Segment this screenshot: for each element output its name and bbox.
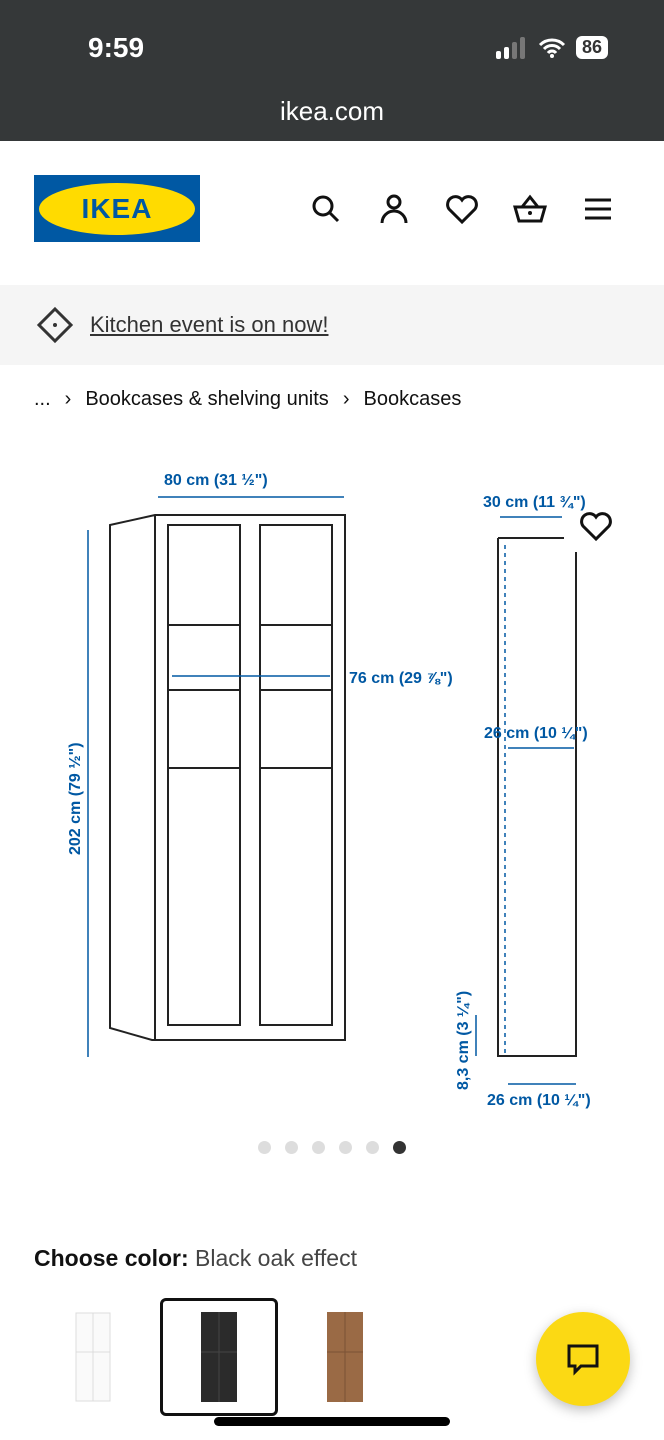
color-option-white[interactable] bbox=[34, 1298, 152, 1416]
carousel-dot[interactable] bbox=[285, 1141, 298, 1154]
ikea-logo[interactable]: IKEA bbox=[34, 175, 200, 242]
wifi-icon bbox=[538, 38, 566, 58]
carousel-dots bbox=[258, 1141, 406, 1154]
chat-button[interactable] bbox=[536, 1312, 630, 1406]
promo-banner: Kitchen event is on now! bbox=[0, 285, 664, 365]
basket-icon[interactable] bbox=[512, 191, 548, 227]
carousel-dot[interactable] bbox=[258, 1141, 271, 1154]
tag-icon bbox=[36, 306, 74, 344]
breadcrumb: ...› Bookcases & shelving units› Bookcas… bbox=[34, 388, 462, 410]
carousel-dot[interactable] bbox=[312, 1141, 325, 1154]
selected-color: Black oak effect bbox=[195, 1245, 357, 1271]
dimension-drawing[interactable]: 80 cm (31 ½") 76 cm (29 ⅞") 202 cm (79 ½… bbox=[0, 460, 664, 1120]
inner-depth-label: 26 cm (10 ¼") bbox=[484, 725, 588, 742]
favorite-heart-icon[interactable] bbox=[578, 508, 614, 544]
search-icon[interactable] bbox=[308, 191, 344, 227]
breadcrumb-item[interactable]: Bookcases & shelving units bbox=[85, 388, 329, 410]
carousel-dot-active[interactable] bbox=[393, 1141, 406, 1154]
inner-width-label: 76 cm (29 ⅞") bbox=[349, 670, 453, 687]
site-header: IKEA bbox=[0, 141, 664, 285]
home-indicator[interactable] bbox=[214, 1417, 450, 1426]
url-bar[interactable]: ikea.com bbox=[279, 96, 385, 126]
menu-icon[interactable] bbox=[580, 191, 616, 227]
depth-label: 30 cm (11 ¾") bbox=[483, 494, 586, 511]
heart-icon[interactable] bbox=[444, 191, 480, 227]
color-option-black-oak[interactable] bbox=[160, 1298, 278, 1416]
color-chooser-label: Choose color: Black oak effect bbox=[34, 1245, 357, 1271]
signal-icon bbox=[495, 36, 525, 59]
carousel-dot[interactable] bbox=[366, 1141, 379, 1154]
color-option-brown-walnut[interactable] bbox=[286, 1298, 404, 1416]
breadcrumb-item[interactable]: Bookcases bbox=[363, 388, 462, 410]
status-bar: 9:59 86 ikea.com bbox=[0, 0, 664, 141]
base-depth-label: 26 cm (10 ¼") bbox=[487, 1092, 591, 1109]
battery-icon: 86 bbox=[575, 36, 608, 59]
breadcrumb-ellipsis[interactable]: ... bbox=[34, 388, 51, 410]
height-label: 202 cm (79 ½") bbox=[67, 742, 84, 855]
carousel-dot[interactable] bbox=[339, 1141, 352, 1154]
color-options bbox=[34, 1298, 412, 1416]
plinth-label: 8,3 cm (3 ¼") bbox=[455, 991, 472, 1090]
clock: 9:59 bbox=[88, 32, 145, 63]
account-icon[interactable] bbox=[376, 191, 412, 227]
promo-link[interactable]: Kitchen event is on now! bbox=[90, 312, 329, 337]
chat-icon bbox=[567, 1344, 599, 1376]
width-label: 80 cm (31 ½") bbox=[164, 472, 268, 489]
